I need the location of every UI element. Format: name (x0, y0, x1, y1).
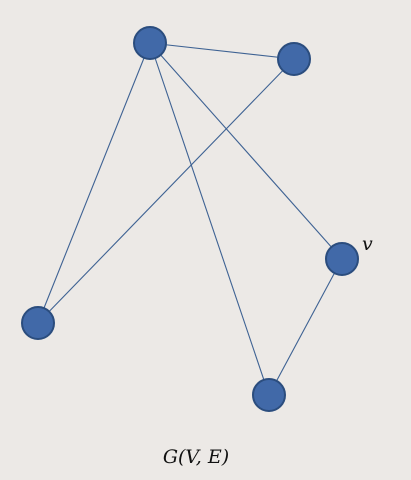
edges (37, 42, 343, 396)
edge-top-to-bottom (149, 42, 270, 396)
node-upper-right (277, 42, 311, 76)
edge-upper-right-to-left (37, 58, 295, 324)
node-top (133, 26, 167, 60)
edge-top-to-left (37, 42, 151, 324)
nodes (21, 26, 359, 412)
node-v (325, 242, 359, 276)
node-left (21, 306, 55, 340)
graph-caption: G(V, E) (163, 446, 229, 468)
node-bottom (252, 378, 286, 412)
edge-v-to-bottom (268, 258, 343, 396)
node-v-label: v (362, 233, 373, 255)
edge-top-to-v (149, 42, 343, 260)
edge-top-to-upper-right (149, 42, 295, 60)
